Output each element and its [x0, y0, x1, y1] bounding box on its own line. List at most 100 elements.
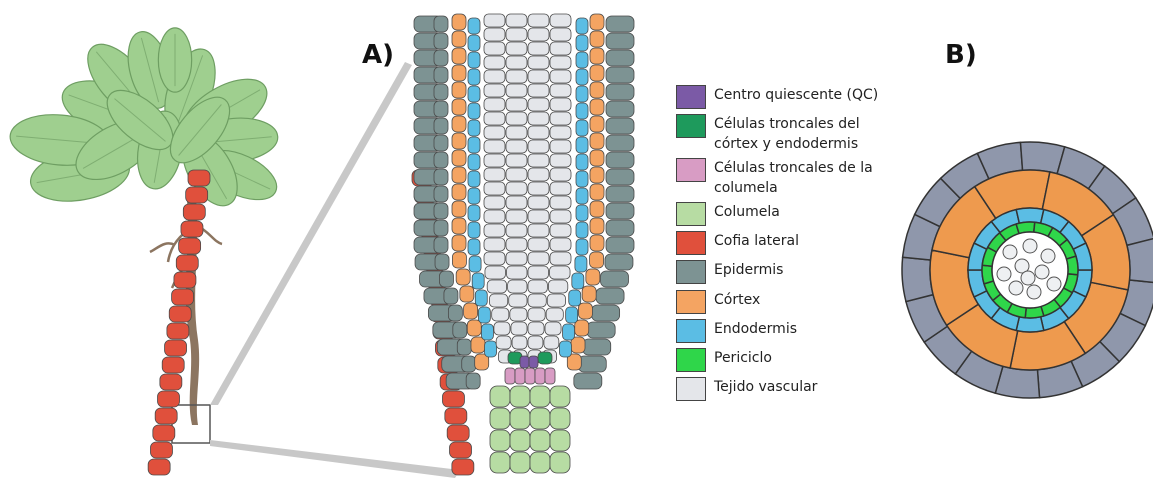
cortex-cell	[590, 218, 604, 234]
cortex-cell	[452, 252, 466, 268]
plant-seedling-icon	[8, 27, 284, 443]
endodermis-cell	[575, 256, 587, 272]
vascular-cell	[528, 84, 549, 97]
vascular-cell	[506, 238, 527, 251]
epidermis-cell	[457, 339, 471, 355]
vascular-cell	[506, 196, 527, 209]
vascular-cell	[550, 70, 571, 83]
vascular-cell	[528, 42, 549, 55]
cortex-cell	[590, 167, 604, 183]
root-cross-section-diagram	[902, 142, 1153, 398]
vascular-cell	[550, 140, 571, 153]
vascular-cell	[492, 308, 509, 321]
leaf	[158, 28, 191, 92]
epidermis-cell	[439, 271, 453, 287]
cortex-cell	[590, 116, 604, 132]
epidermis-cell	[587, 322, 615, 338]
lateral-root-cap-cell	[445, 408, 467, 424]
cortex-cell	[456, 269, 470, 285]
epidermis-cell	[606, 169, 634, 185]
lateral-root-cap-cell	[450, 442, 472, 458]
cortex-cell	[590, 99, 604, 115]
vascular-cell	[550, 182, 571, 195]
vascular-cell	[506, 182, 527, 195]
endodermis-cell	[468, 103, 480, 119]
vascular-cell	[550, 168, 571, 181]
epidermis-cell	[434, 237, 448, 253]
vascular-cross-cell	[997, 267, 1011, 281]
endodermis-cell	[576, 222, 588, 238]
endodermis-cell	[566, 307, 578, 323]
legend-label: Centro quiescente (QC)	[714, 85, 878, 105]
vascular-cross-cell	[1003, 245, 1017, 259]
vascular-cell	[550, 266, 571, 279]
vascular-cell	[550, 42, 571, 55]
columella-stem-cell	[505, 368, 515, 384]
vascular-cell	[528, 252, 549, 265]
cortex-cell	[590, 252, 604, 268]
lateral-root-cap-cell	[188, 170, 210, 186]
cortex-cell	[452, 14, 466, 30]
vascular-cell	[484, 84, 505, 97]
vascular-cell	[512, 336, 527, 349]
vascular-cross-cell	[1047, 277, 1061, 291]
epidermis-cross-cell	[902, 257, 933, 301]
vascular-cell	[528, 280, 547, 293]
vascular-cell	[506, 84, 527, 97]
vascular-cell	[550, 210, 571, 223]
vascular-cell	[484, 56, 505, 69]
vascular-cell	[484, 28, 505, 41]
endodermis-cell	[478, 307, 490, 323]
epidermis-cell	[606, 186, 634, 202]
vascular-cell	[506, 28, 527, 41]
cortex-cell	[452, 65, 466, 81]
cortex-cell	[452, 218, 466, 234]
lateral-root-cap-cell	[158, 391, 180, 407]
columella-cell	[550, 386, 570, 407]
panel-label-b: B)	[945, 40, 977, 70]
vascular-cell	[510, 308, 527, 321]
columella-cell	[490, 430, 510, 451]
cortex-cell	[590, 65, 604, 81]
epidermis-cell	[434, 135, 448, 151]
legend-swatch	[676, 158, 706, 182]
endodermis-cell	[468, 205, 480, 221]
legend-swatch	[676, 202, 706, 226]
columella-cell	[510, 408, 530, 429]
vascular-cell	[484, 98, 505, 111]
vascular-cross-cell	[1035, 265, 1049, 279]
epidermis-cell	[434, 33, 448, 49]
vascular-cross-cell	[1027, 285, 1041, 299]
epidermis-cell	[606, 220, 634, 236]
vascular-cell	[484, 126, 505, 139]
endodermis-cell	[576, 103, 588, 119]
epidermis-cell	[434, 16, 448, 32]
panel-label-a: A)	[362, 40, 394, 70]
lateral-root-cap-cell	[442, 391, 464, 407]
columella-cell	[530, 386, 550, 407]
vascular-cell	[550, 14, 571, 27]
endodermis-cross-cell	[1016, 208, 1044, 223]
legend-swatch	[676, 114, 706, 138]
vascular-cell	[484, 140, 505, 153]
endodermis-cell	[469, 256, 481, 272]
epidermis-cell	[448, 305, 462, 321]
legend-item: Células troncales de la columela	[676, 158, 873, 198]
vascular-cell	[528, 70, 549, 83]
legend-label: Células troncales del córtex y endodermi…	[714, 114, 860, 154]
vascular-cell	[506, 266, 527, 279]
endodermis-cell	[468, 222, 480, 238]
epidermis-cell	[606, 101, 634, 117]
vascular-cell	[506, 126, 527, 139]
cortex-cell	[590, 184, 604, 200]
cortex-cell	[452, 184, 466, 200]
columella-cell	[530, 408, 550, 429]
vascular-cell	[528, 294, 546, 307]
columella-stem-cell	[545, 368, 555, 384]
vascular-cell	[550, 224, 571, 237]
vascular-cell	[528, 308, 545, 321]
epidermis-cross-cell	[1127, 238, 1153, 282]
endodermis-cell	[485, 341, 497, 357]
lateral-root-cap-cell	[452, 459, 474, 475]
columella-cell	[490, 452, 510, 473]
